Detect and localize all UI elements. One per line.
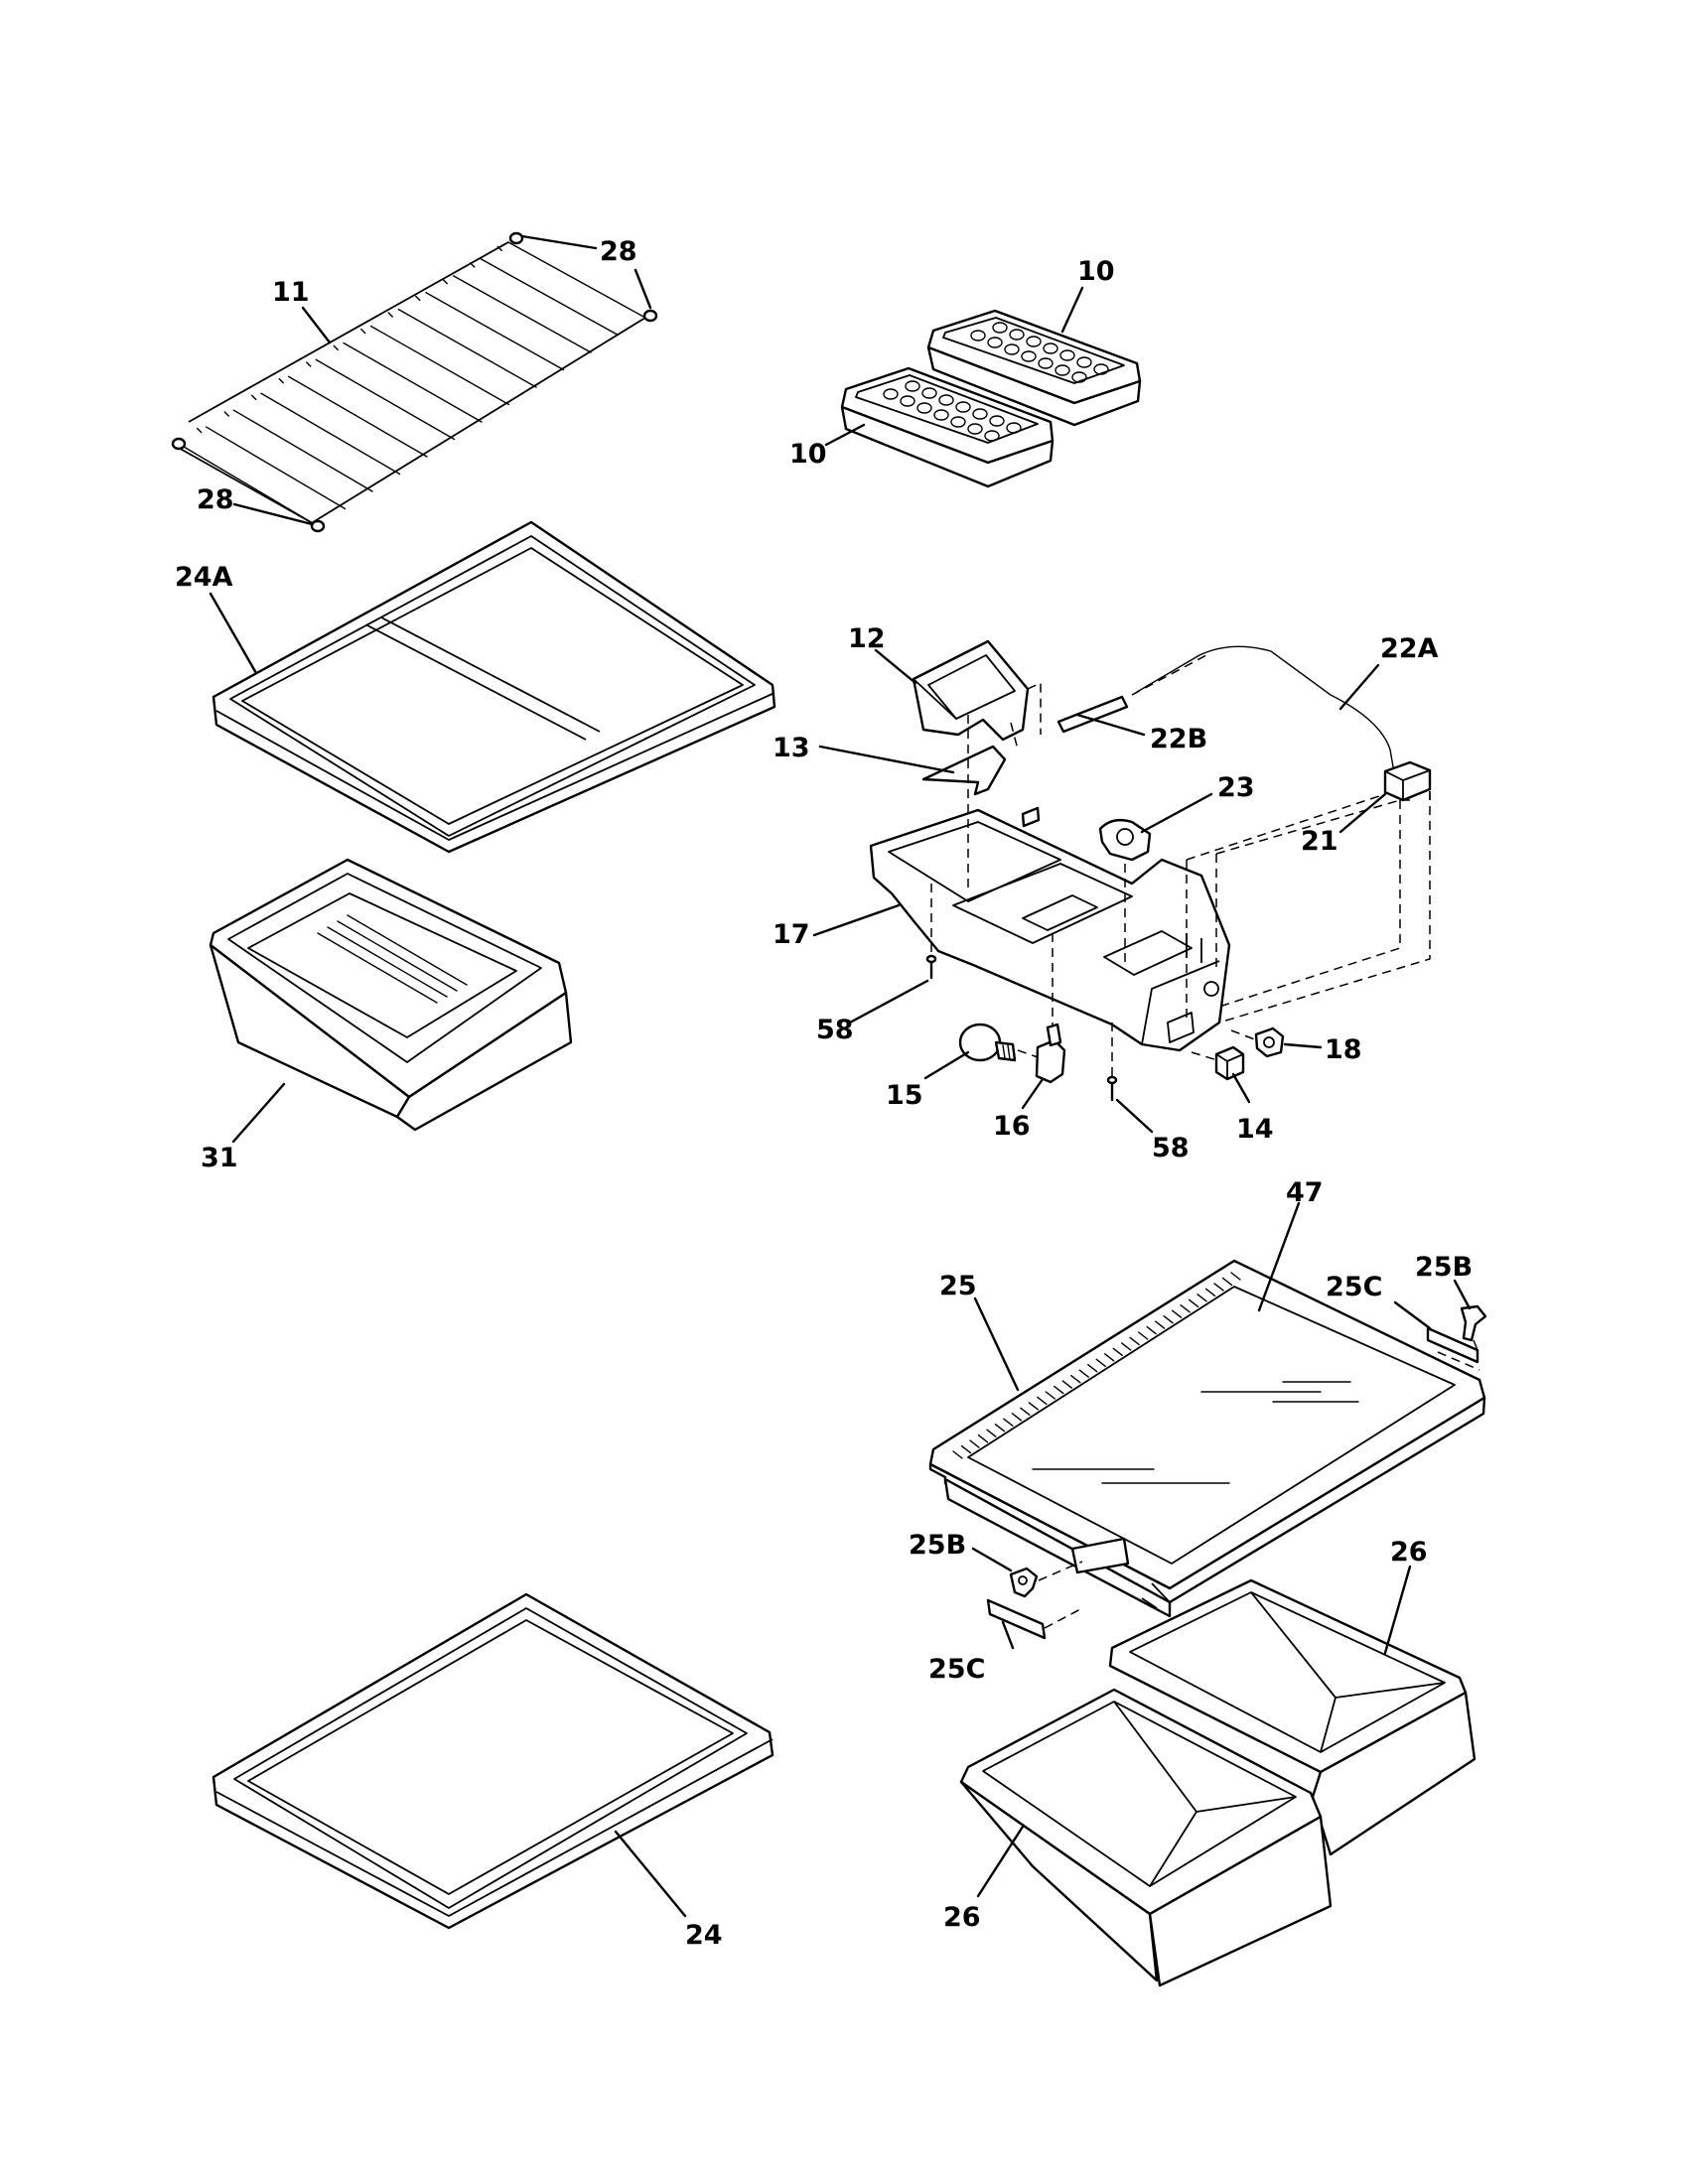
assembly-guides-lower (1038, 1339, 1480, 1629)
callout-16: 16 (993, 1111, 1031, 1142)
wire-shelf-11 (171, 231, 658, 533)
leader-lines (209, 234, 1472, 1918)
callout-58: 58 (1152, 1133, 1190, 1163)
light-shield-12 (912, 639, 1030, 742)
callout-31: 31 (201, 1143, 238, 1173)
light-bulb-15 (958, 1023, 1017, 1062)
hinge-25C-top (1426, 1326, 1479, 1364)
shelf-24A (211, 520, 776, 854)
callout-10: 10 (1077, 256, 1115, 287)
callout-22A: 22A (1380, 633, 1439, 664)
crisper-drawer-26-front (959, 1688, 1333, 1987)
callout-25B: 25B (909, 1530, 966, 1561)
ice-tray-10-back (926, 309, 1142, 427)
lamp-socket-16 (1035, 1023, 1066, 1084)
crisper-cover-25 (928, 1259, 1486, 1618)
callout-25C: 25C (1326, 1272, 1382, 1302)
switch-14 (1214, 1045, 1245, 1081)
ice-tray-10-front (840, 366, 1055, 488)
hinge-25B-top (1460, 1304, 1487, 1342)
callout-11: 11 (272, 277, 310, 308)
callout-13: 13 (773, 733, 810, 763)
callout-12: 12 (848, 623, 886, 654)
shelf-24 (211, 1592, 774, 1930)
callout-23: 23 (1217, 772, 1255, 803)
drawer-31 (209, 858, 573, 1132)
callout-28: 28 (600, 236, 637, 267)
callout-25: 25 (939, 1271, 977, 1301)
callout-22B: 22B (1150, 724, 1207, 754)
callout-47: 47 (1286, 1177, 1324, 1208)
callout-17: 17 (773, 919, 810, 950)
callout-25C: 25C (928, 1654, 985, 1685)
callout-labels: 28 11 28 10 10 24A 12 22A 22B 13 23 21 1… (175, 236, 1473, 1951)
capillary-tube-22A (1136, 645, 1395, 773)
callout-10: 10 (789, 439, 827, 470)
screw-58-right (1106, 1075, 1118, 1102)
callout-18: 18 (1325, 1034, 1362, 1065)
crisper-drawer-26-back (1108, 1578, 1477, 1856)
callout-14: 14 (1236, 1114, 1274, 1145)
callout-26: 26 (1390, 1537, 1428, 1568)
assembly-guides-upper (930, 654, 1431, 1077)
callout-15: 15 (886, 1080, 923, 1111)
sensor-tube-22B (1056, 695, 1129, 734)
housing-17 (869, 806, 1231, 1052)
callout-24A: 24A (175, 562, 233, 593)
callout-58: 58 (816, 1015, 854, 1045)
screw-58-left (925, 954, 937, 980)
hinge-25C-bottom (986, 1598, 1047, 1640)
callout-25B: 25B (1415, 1252, 1473, 1283)
bracket-13 (921, 745, 1007, 796)
control-21 (1383, 760, 1432, 802)
hinge-25B-bottom (1009, 1567, 1039, 1598)
callout-28: 28 (197, 484, 234, 515)
motor-23 (1098, 818, 1152, 862)
callout-26: 26 (943, 1902, 981, 1933)
callout-21: 21 (1301, 826, 1338, 857)
callout-24: 24 (685, 1920, 723, 1951)
switch-18 (1254, 1026, 1285, 1058)
